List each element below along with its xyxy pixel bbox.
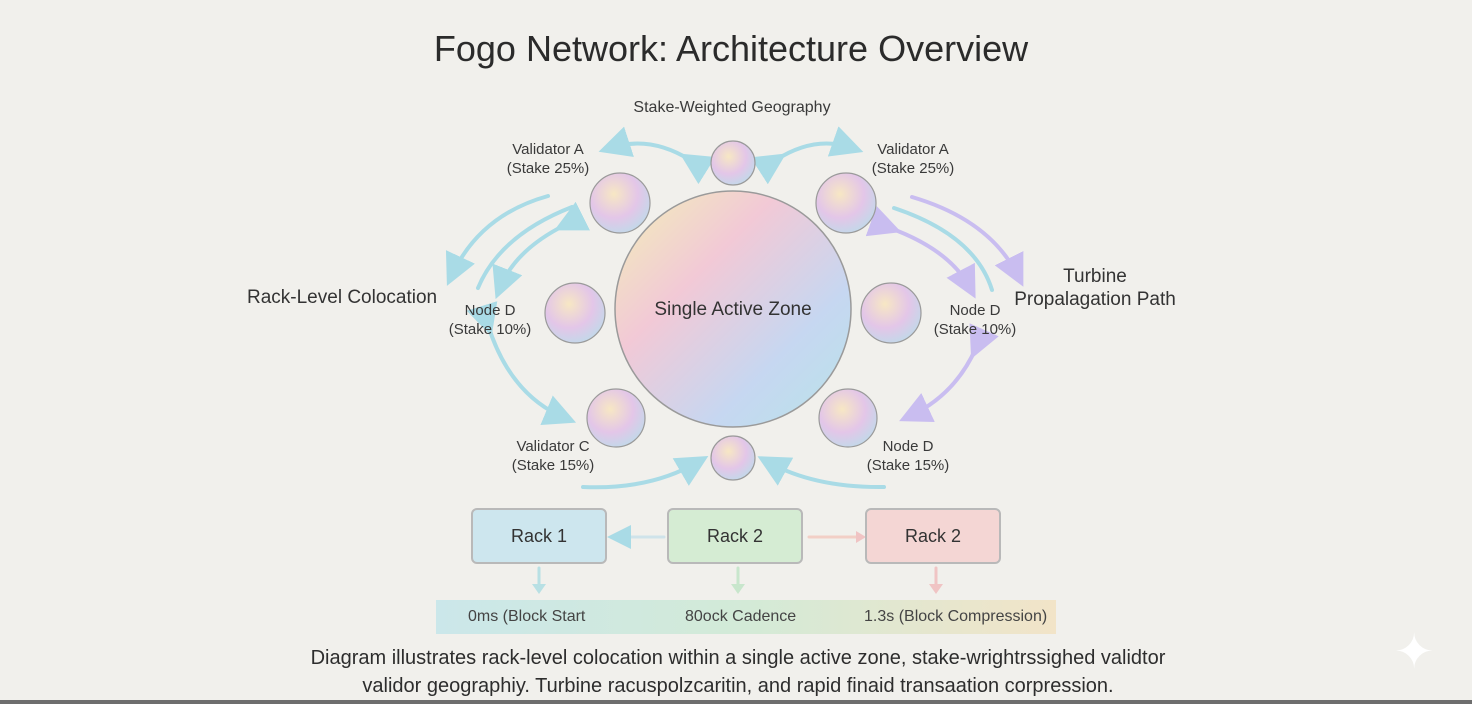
right-label: Turbine Propalagation Path (1012, 265, 1178, 311)
timeline-cadence: 80ock Cadence (685, 608, 797, 625)
node-circle (589, 172, 651, 234)
right-label-line1: Turbine (1063, 266, 1127, 287)
node-name: Node D (949, 302, 1001, 319)
flow-arrow (892, 206, 994, 292)
rack-2: Rack 2 (667, 508, 803, 564)
flow-arrow (492, 201, 591, 300)
caption-line-1: Diagram illustrates rack-level colocatio… (310, 647, 1166, 669)
node-label: Validator A (Stake 25%) (488, 140, 608, 178)
node-name: Validator A (512, 141, 584, 158)
caption-line-2: validor geographiy. Turbine racuspolzcar… (362, 675, 1114, 697)
flow-arrow (757, 456, 886, 490)
bottom-divider (0, 700, 1472, 704)
single-active-zone-circle (614, 190, 852, 428)
left-label: Rack-Level Colocation (247, 287, 438, 308)
flow-arrow (581, 455, 709, 490)
node-circle (860, 282, 922, 344)
node-name: Validator C (516, 438, 590, 455)
rack-1: Rack 1 (471, 508, 607, 564)
timeline-start: 0ms (Block Start (468, 608, 586, 625)
flow-arrow (598, 126, 716, 185)
flow-arrow (445, 194, 550, 286)
node-circle (710, 140, 756, 186)
node-label: Validator A (Stake 25%) (853, 140, 973, 178)
right-label-line2: Propalagation Path (1014, 289, 1176, 310)
node-circle (710, 435, 756, 481)
node-stake: (Stake 25%) (506, 160, 590, 177)
page-title: Fogo Network: Architecture Overview (433, 28, 1029, 69)
node-name: Node D (464, 302, 516, 319)
node-circle (818, 388, 878, 448)
node-name: Validator A (877, 141, 949, 158)
node-stake: (Stake 25%) (871, 160, 955, 177)
node-circle (544, 282, 606, 344)
node-label: Node D (Stake 15%) (848, 437, 968, 475)
node-stake: (Stake 15%) (511, 457, 595, 474)
flow-arrow (750, 126, 864, 185)
node-circle (815, 172, 877, 234)
rack-3: Rack 2 (865, 508, 1001, 564)
node-label: Node D (Stake 10%) (915, 301, 1035, 339)
flow-arrow (910, 195, 1024, 287)
node-name: Node D (882, 438, 934, 455)
node-label: Node D (Stake 10%) (430, 301, 550, 339)
top-label: Stake-Weighted Geography (633, 99, 831, 116)
center-label: Single Active Zone (654, 299, 812, 320)
flow-arrow (899, 323, 999, 423)
sparkle-icon: ✦ (1394, 626, 1435, 679)
node-circle (586, 388, 646, 448)
node-stake: (Stake 10%) (448, 321, 532, 338)
flow-arrow (476, 205, 574, 290)
flow-arrow (466, 301, 577, 426)
node-stake: (Stake 10%) (933, 321, 1017, 338)
timeline-compression: 1.3s (Block Compression) (864, 608, 1048, 625)
node-label: Validator C (Stake 15%) (493, 437, 613, 475)
timeline-bar: 0ms (Block Start 80ock Cadence 1.3s (Blo… (436, 600, 1056, 634)
flow-arrow (865, 206, 976, 299)
node-stake: (Stake 15%) (866, 457, 950, 474)
